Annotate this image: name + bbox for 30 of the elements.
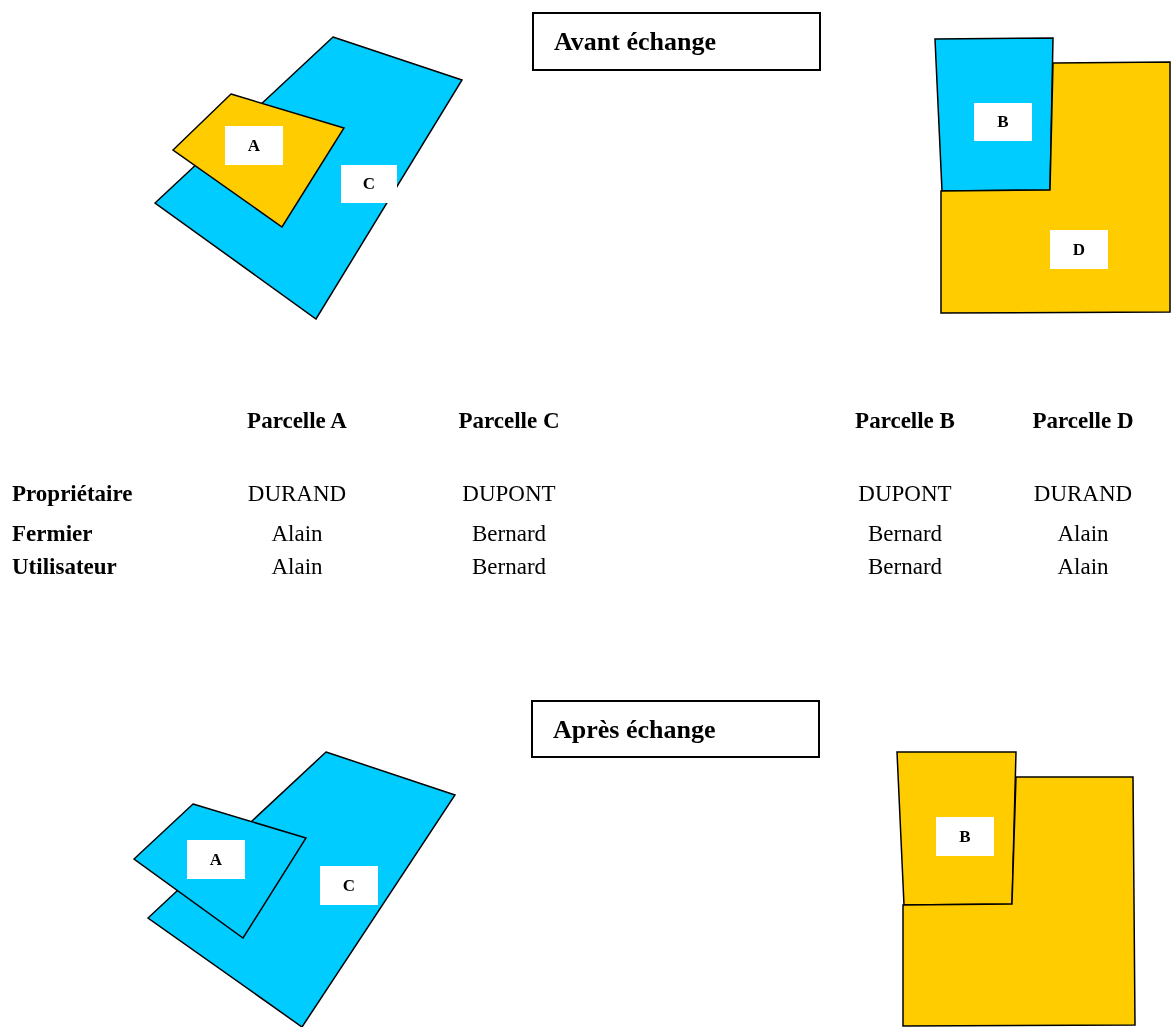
column-heading: Parcelle B [855, 408, 955, 432]
section-title: Avant échange [554, 26, 716, 58]
column-heading: Parcelle C [458, 408, 560, 432]
column-heading: Parcelle A [247, 408, 347, 432]
table-value: Bernard [867, 554, 943, 578]
table-value: DUPONT [858, 481, 952, 505]
table-value: Alain [1057, 521, 1109, 545]
table-value: Bernard [471, 554, 547, 578]
parcel-label: B [936, 817, 994, 856]
row-heading: Propriétaire [12, 481, 133, 505]
parcel-label: D [1050, 230, 1108, 269]
parcel-label: B [974, 103, 1032, 141]
table-value: DUPONT [462, 481, 556, 505]
section-title: Après échange [553, 713, 716, 746]
parcel-label: A [187, 840, 245, 879]
row-heading: Utilisateur [12, 554, 117, 578]
table-value: Alain [271, 554, 323, 578]
parcel-label: A [225, 126, 283, 165]
table-value: Alain [271, 521, 323, 545]
table-value: DURAND [1033, 481, 1133, 505]
table-value: DURAND [247, 481, 347, 505]
title-box [531, 700, 820, 758]
table-value: Bernard [867, 521, 943, 545]
table-value: Bernard [471, 521, 547, 545]
parcel-label: C [341, 165, 397, 203]
title-box [532, 12, 821, 71]
row-heading: Fermier [12, 521, 93, 545]
parcel-label: C [320, 866, 378, 905]
column-heading: Parcelle D [1032, 408, 1134, 432]
table-value: Alain [1057, 554, 1109, 578]
